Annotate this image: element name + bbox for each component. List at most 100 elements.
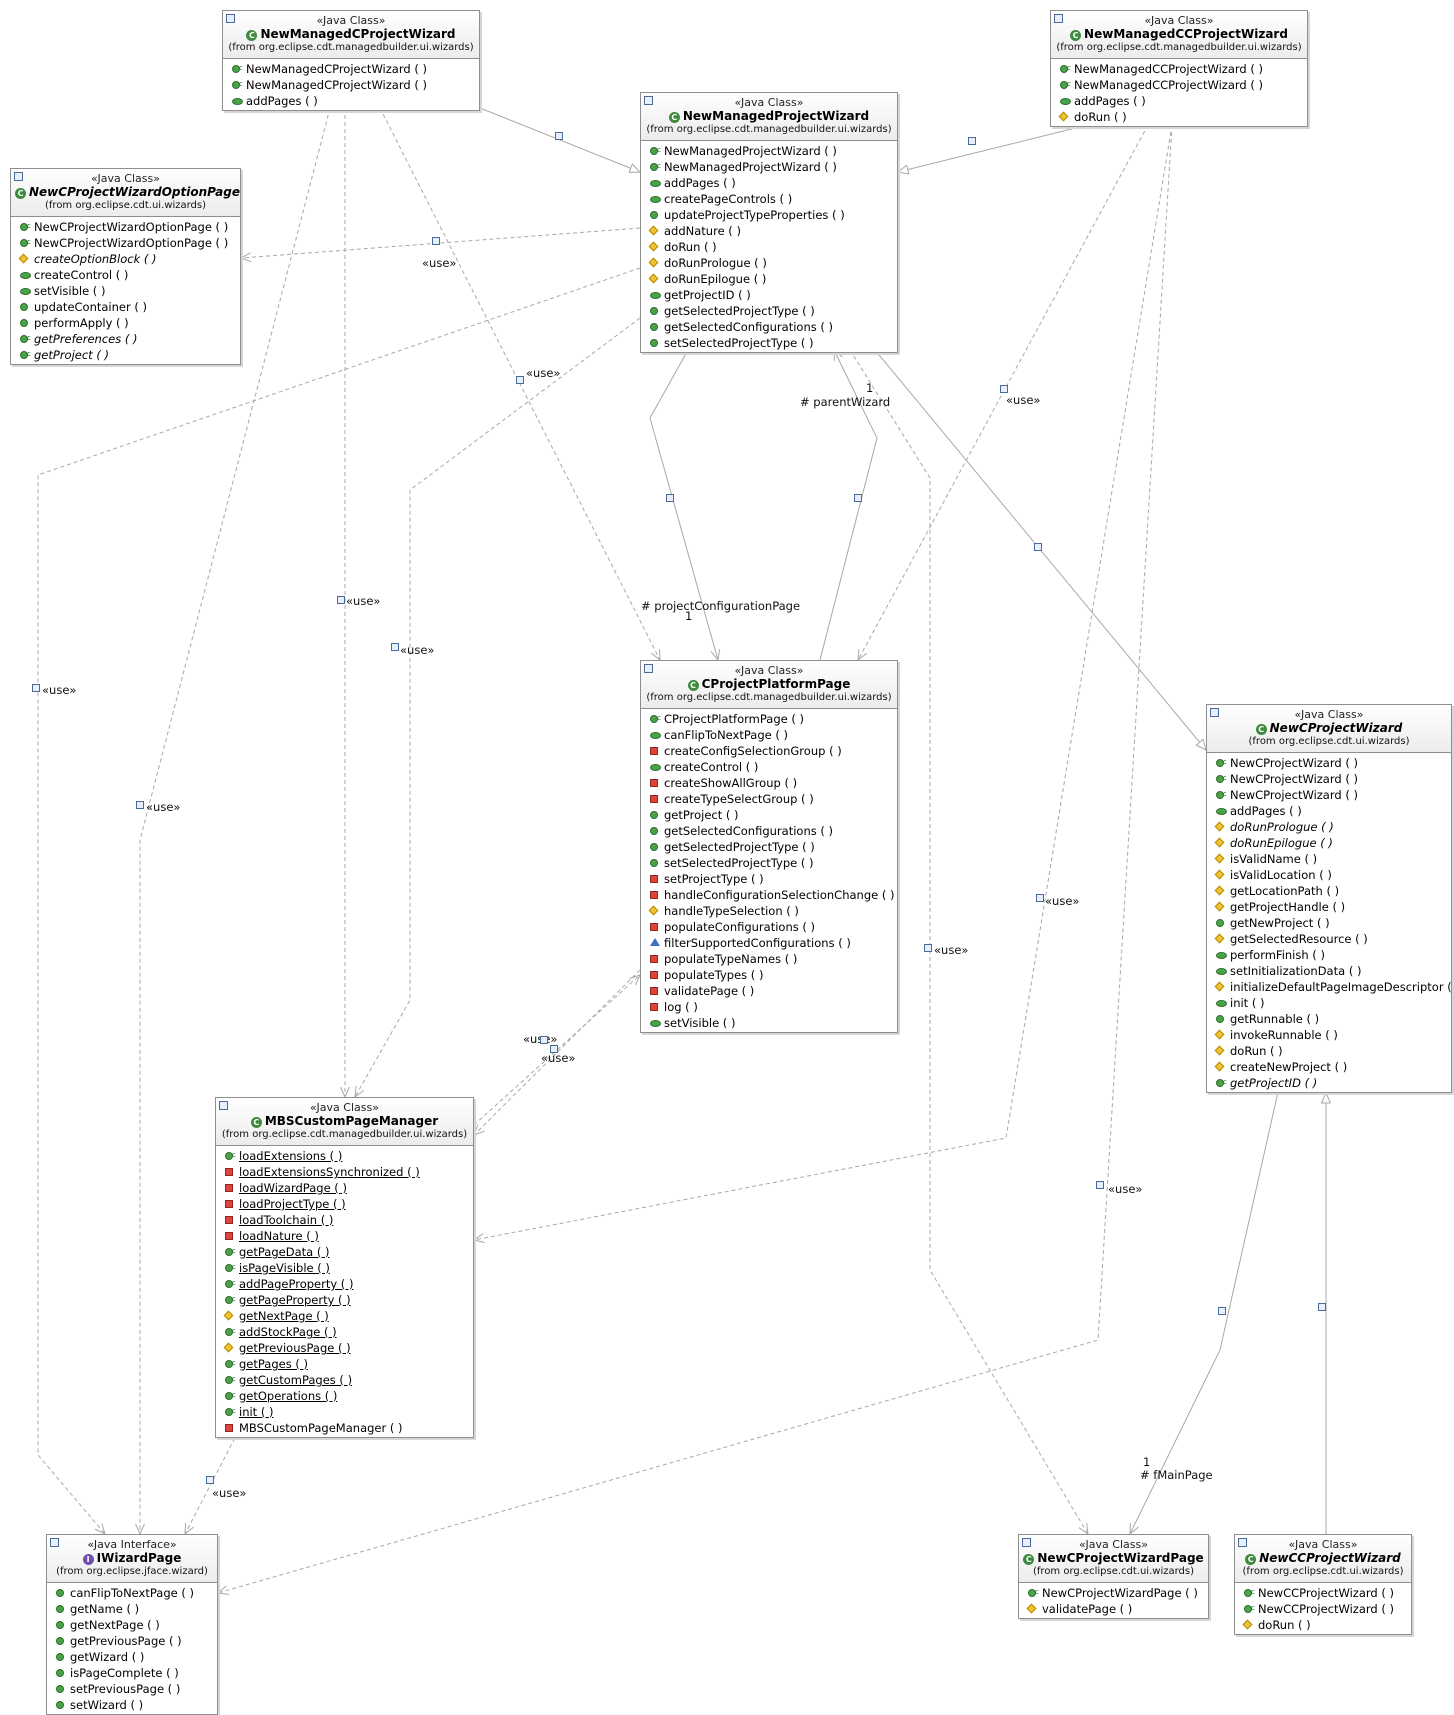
operation-row[interactable]: MBSCustomPageManager ( ) (216, 1420, 473, 1436)
operation-row[interactable]: createOptionBlock ( ) (11, 251, 240, 267)
operation-row[interactable]: NewCProjectWizardPage ( ) (1019, 1584, 1208, 1601)
operation-row[interactable]: getSelectedConfigurations ( ) (641, 823, 897, 839)
operation-row[interactable]: updateProjectTypeProperties ( ) (641, 207, 897, 223)
operation-row[interactable]: getSelectedProjectType ( ) (641, 303, 897, 319)
operation-row[interactable]: getRunnable ( ) (1207, 1011, 1451, 1027)
operation-row[interactable]: getProject ( ) (641, 807, 897, 823)
operation-row[interactable]: createPageControls ( ) (641, 191, 897, 207)
operation-row[interactable]: setProjectType ( ) (641, 871, 897, 887)
operation-row[interactable]: NewCProjectWizard ( ) (1207, 754, 1451, 771)
operation-row[interactable]: setWizard ( ) (47, 1697, 217, 1713)
operation-row[interactable]: createTypeSelectGroup ( ) (641, 791, 897, 807)
operation-row[interactable]: getSelectedConfigurations ( ) (641, 319, 897, 335)
operation-row[interactable]: performFinish ( ) (1207, 947, 1451, 963)
operation-row[interactable]: init ( ) (216, 1403, 473, 1420)
operation-row[interactable]: createNewProject ( ) (1207, 1059, 1451, 1075)
operation-row[interactable]: filterSupportedConfigurations ( ) (641, 935, 897, 951)
operation-row[interactable]: getWizard ( ) (47, 1649, 217, 1665)
operation-row[interactable]: addPages ( ) (223, 93, 479, 109)
operation-row[interactable]: NewManagedCCProjectWizard ( ) (1051, 76, 1307, 93)
operation-row[interactable]: invokeRunnable ( ) (1207, 1027, 1451, 1043)
operation-row[interactable]: CProjectPlatformPage ( ) (641, 710, 897, 727)
operation-row[interactable]: setSelectedProjectType ( ) (641, 855, 897, 871)
operation-row[interactable]: NewCProjectWizard ( ) (1207, 770, 1451, 787)
operation-row[interactable]: setSelectedProjectType ( ) (641, 335, 897, 351)
operation-row[interactable]: createControl ( ) (641, 759, 897, 775)
operation-row[interactable]: populateTypes ( ) (641, 967, 897, 983)
operation-row[interactable]: doRunPrologue ( ) (1207, 819, 1451, 835)
operation-row[interactable]: getName ( ) (47, 1601, 217, 1617)
operation-row[interactable]: loadWizardPage ( ) (216, 1180, 473, 1196)
operation-row[interactable]: doRun ( ) (1051, 109, 1307, 125)
operation-row[interactable]: getPreferences ( ) (11, 330, 240, 347)
operation-row[interactable]: isPageVisible ( ) (216, 1259, 473, 1276)
operation-row[interactable]: isPageComplete ( ) (47, 1665, 217, 1681)
operation-row[interactable]: NewCCProjectWizard ( ) (1235, 1600, 1411, 1617)
operation-row[interactable]: addStockPage ( ) (216, 1323, 473, 1340)
operation-row[interactable]: setPreviousPage ( ) (47, 1681, 217, 1697)
operation-row[interactable]: createShowAllGroup ( ) (641, 775, 897, 791)
operation-row[interactable]: loadExtensionsSynchronized ( ) (216, 1164, 473, 1180)
operation-row[interactable]: getProjectID ( ) (1207, 1074, 1451, 1091)
operation-row[interactable]: getSelectedProjectType ( ) (641, 839, 897, 855)
operation-row[interactable]: getPreviousPage ( ) (216, 1340, 473, 1356)
operation-row[interactable]: NewManagedCProjectWizard ( ) (223, 76, 479, 93)
operation-row[interactable]: validatePage ( ) (1019, 1601, 1208, 1617)
operation-row[interactable]: doRun ( ) (1235, 1617, 1411, 1633)
operation-row[interactable]: addPages ( ) (1207, 803, 1451, 819)
operation-row[interactable]: getNextPage ( ) (216, 1308, 473, 1324)
operation-row[interactable]: canFlipToNextPage ( ) (47, 1585, 217, 1601)
operation-row[interactable]: createConfigSelectionGroup ( ) (641, 743, 897, 759)
operation-row[interactable]: isValidName ( ) (1207, 851, 1451, 867)
operation-row[interactable]: getProject ( ) (11, 346, 240, 363)
operation-row[interactable]: getProjectID ( ) (641, 287, 897, 303)
operation-row[interactable]: getPageData ( ) (216, 1243, 473, 1260)
operation-row[interactable]: NewCProjectWizard ( ) (1207, 786, 1451, 803)
operation-row[interactable]: NewCCProjectWizard ( ) (1235, 1584, 1411, 1601)
operation-row[interactable]: doRunPrologue ( ) (641, 255, 897, 271)
operation-row[interactable]: getNewProject ( ) (1207, 915, 1451, 931)
operation-row[interactable]: loadToolchain ( ) (216, 1212, 473, 1228)
operation-row[interactable]: loadExtensions ( ) (216, 1147, 473, 1164)
operation-row[interactable]: init ( ) (1207, 995, 1451, 1011)
operation-row[interactable]: NewManagedProjectWizard ( ) (641, 158, 897, 175)
operation-row[interactable]: initializeDefaultPageImageDescriptor ( ) (1207, 979, 1454, 995)
operation-row[interactable]: setVisible ( ) (11, 283, 240, 299)
operation-row[interactable]: loadProjectType ( ) (216, 1196, 473, 1212)
operation-row[interactable]: setVisible ( ) (641, 1015, 897, 1031)
operation-row[interactable]: NewCProjectWizardOptionPage ( ) (11, 234, 240, 251)
operation-row[interactable]: getLocationPath ( ) (1207, 883, 1451, 899)
operation-row[interactable]: getPageProperty ( ) (216, 1291, 473, 1308)
operation-row[interactable]: canFlipToNextPage ( ) (641, 727, 897, 743)
operation-row[interactable]: isValidLocation ( ) (1207, 867, 1451, 883)
operation-row[interactable]: updateContainer ( ) (11, 299, 240, 315)
operation-row[interactable]: getCustomPages ( ) (216, 1371, 473, 1388)
operation-row[interactable]: log ( ) (641, 999, 897, 1015)
operation-row[interactable]: getNextPage ( ) (47, 1617, 217, 1633)
operation-row[interactable]: NewCProjectWizardOptionPage ( ) (11, 218, 240, 235)
operation-row[interactable]: addPages ( ) (1051, 93, 1307, 109)
operation-row[interactable]: populateTypeNames ( ) (641, 951, 897, 967)
operation-row[interactable]: handleTypeSelection ( ) (641, 903, 897, 919)
operation-row[interactable]: NewManagedCCProjectWizard ( ) (1051, 60, 1307, 77)
operation-row[interactable]: validatePage ( ) (641, 983, 897, 999)
operation-row[interactable]: doRun ( ) (641, 239, 897, 255)
operation-row[interactable]: createControl ( ) (11, 267, 240, 283)
operation-row[interactable]: getProjectHandle ( ) (1207, 899, 1451, 915)
operation-row[interactable]: addPages ( ) (641, 175, 897, 191)
operation-row[interactable]: getPages ( ) (216, 1355, 473, 1372)
operation-row[interactable]: doRun ( ) (1207, 1043, 1451, 1059)
operation-row[interactable]: addPageProperty ( ) (216, 1275, 473, 1292)
operation-row[interactable]: NewManagedProjectWizard ( ) (641, 142, 897, 159)
operation-row[interactable]: loadNature ( ) (216, 1228, 473, 1244)
operation-row[interactable]: getPreviousPage ( ) (47, 1633, 217, 1649)
